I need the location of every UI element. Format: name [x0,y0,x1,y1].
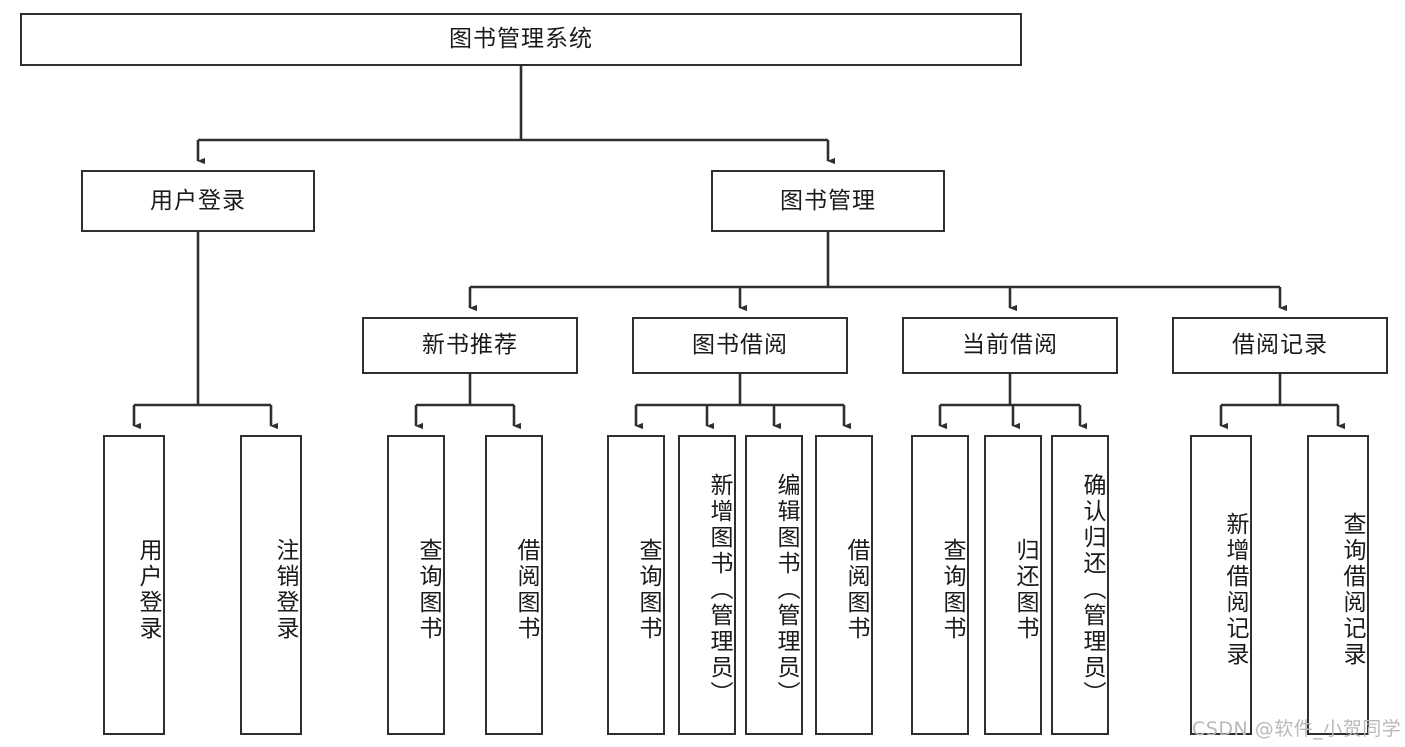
node-label: 确认归还（管理员） [1079,473,1105,707]
node-label: 借阅图书 [843,538,869,642]
node-leaf-add-borrow-record[interactable]: 新增借阅记录 [1190,435,1252,735]
node-new-book-recommend[interactable]: 新书推荐 [362,317,578,374]
node-book-manage[interactable]: 图书管理 [711,170,945,232]
node-book-borrow[interactable]: 图书借阅 [632,317,848,374]
node-root-system[interactable]: 图书管理系统 [20,13,1022,66]
node-leaf-add-book[interactable]: 新增图书（管理员） [678,435,736,735]
watermark: CSDN @软件_小贺同学 [1192,718,1402,740]
node-leaf-edit-book[interactable]: 编辑图书（管理员） [745,435,803,735]
node-label: 新增借阅记录 [1222,512,1248,668]
node-current-borrow[interactable]: 当前借阅 [902,317,1118,374]
node-leaf-borrow-book-2[interactable]: 借阅图书 [815,435,873,735]
node-leaf-query-book-1[interactable]: 查询图书 [387,435,445,735]
node-leaf-query-borrow-record[interactable]: 查询借阅记录 [1307,435,1369,735]
node-label: 图书管理 [780,187,876,214]
node-label: 查询图书 [635,538,661,642]
node-label: 借阅记录 [1232,332,1328,359]
node-leaf-query-book-3[interactable]: 查询图书 [911,435,969,735]
node-leaf-confirm-return[interactable]: 确认归还（管理员） [1051,435,1109,735]
node-label: 用户登录 [135,538,161,642]
node-label: 查询借阅记录 [1339,512,1365,668]
node-label: 新增图书（管理员） [706,473,732,707]
node-user-login[interactable]: 用户登录 [81,170,315,232]
node-label: 用户登录 [150,187,246,214]
node-label: 归还图书 [1012,538,1038,642]
node-label: 图书借阅 [692,332,788,359]
node-leaf-borrow-book-1[interactable]: 借阅图书 [485,435,543,735]
node-label: 当前借阅 [962,332,1058,359]
node-leaf-logout[interactable]: 注销登录 [240,435,302,735]
node-leaf-user-login[interactable]: 用户登录 [103,435,165,735]
node-label: 注销登录 [272,538,298,642]
node-label: 查询图书 [939,538,965,642]
node-label: 查询图书 [415,538,441,642]
node-label: 借阅图书 [513,538,539,642]
node-borrow-record[interactable]: 借阅记录 [1172,317,1388,374]
node-label: 新书推荐 [422,332,518,359]
node-label: 编辑图书（管理员） [773,473,799,707]
node-leaf-return-book[interactable]: 归还图书 [984,435,1042,735]
node-label: 图书管理系统 [449,26,593,53]
node-leaf-query-book-2[interactable]: 查询图书 [607,435,665,735]
